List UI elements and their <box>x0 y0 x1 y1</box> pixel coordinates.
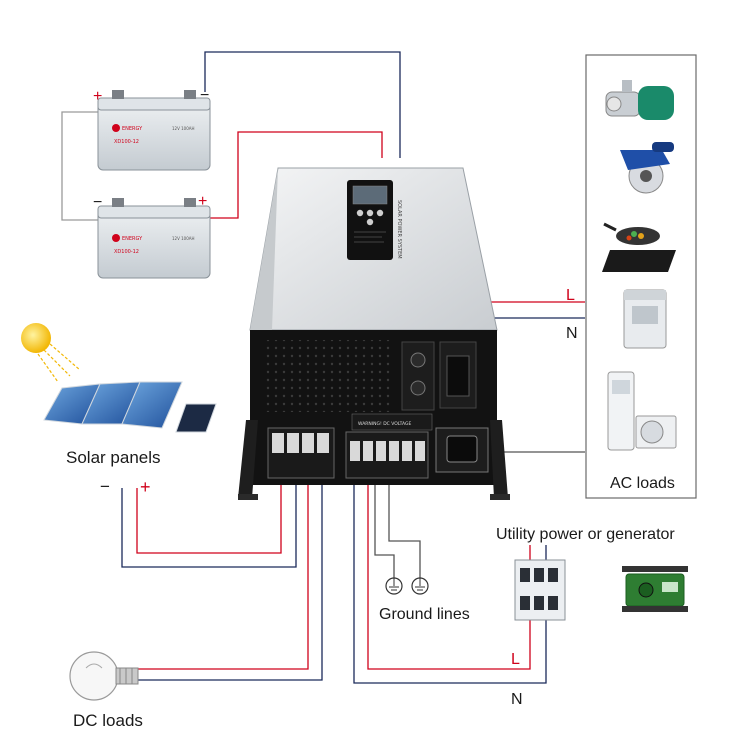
control-button-2[interactable] <box>366 209 374 217</box>
fuse-knob-2[interactable] <box>410 380 426 396</box>
inverter-title: SOLAR POWER SYSTEM <box>396 200 402 259</box>
water-pump-icon <box>605 80 674 120</box>
washing-machine-icon <box>623 289 667 349</box>
control-button-1[interactable] <box>356 209 364 217</box>
dc-loads-label: DC loads <box>73 711 143 730</box>
ac-output-L-label: L <box>566 287 575 304</box>
battery1-plus-sign: + <box>93 88 102 105</box>
solar-minus-sign: − <box>100 477 110 496</box>
ac-input-N-wire <box>353 480 547 684</box>
battery-spec: 12V 100AH <box>172 126 194 131</box>
dc-load-negative-wire <box>138 480 323 681</box>
light-bulb-icon <box>69 651 139 701</box>
solar-plus-sign: + <box>140 477 151 497</box>
air-conditioner-icon <box>607 371 677 451</box>
inverter-warning: WARNING! DC VOLTAGE <box>358 421 412 427</box>
ac-output-N-label: N <box>566 325 578 342</box>
battery2-minus-sign: − <box>93 194 102 211</box>
solar-panels-label: Solar panels <box>66 448 161 467</box>
battery-spec-2: 12V 100AH <box>172 236 194 241</box>
induction-cooker-icon <box>602 222 676 272</box>
solar-panels-icon <box>21 323 217 433</box>
fuse-knob-1[interactable] <box>410 352 426 368</box>
ground-symbol-icon <box>385 577 429 595</box>
ground-wire-1 <box>374 480 395 578</box>
control-button-4[interactable] <box>366 218 374 226</box>
battery-model-2: XD100-12 <box>114 249 139 255</box>
solar-negative-wire <box>121 480 297 568</box>
circular-saw-icon <box>620 142 674 194</box>
battery-model: XD100-12 <box>114 139 139 145</box>
lcd-screen <box>352 185 388 205</box>
ground-lines-label: Ground lines <box>379 606 470 623</box>
control-button-3[interactable] <box>376 209 384 217</box>
ground-wire-2 <box>388 480 421 578</box>
battery1-minus-sign: − <box>200 87 209 104</box>
utility-label: Utility power or generator <box>496 526 675 543</box>
battery2-plus-sign: + <box>198 193 207 210</box>
generator-icon <box>622 566 688 612</box>
battery-negative-wire <box>204 51 401 158</box>
sun-icon <box>21 323 51 353</box>
dc-load-positive-wire <box>138 480 309 670</box>
battery-bottom: ENERGY 12V 100AH XD100-12 <box>97 198 211 279</box>
utility-N-label: N <box>511 691 523 708</box>
inverter: SOLAR POWER SYSTEM WARNING! DC VOLTAGE <box>238 167 510 500</box>
battery-top: ENERGY 12V 100AH XD100-12 <box>97 90 211 171</box>
battery-brand-2: ENERGY <box>122 236 143 242</box>
battery-series-wire <box>61 111 98 221</box>
solar-positive-wire <box>136 480 282 554</box>
breaker-box-icon <box>514 559 566 621</box>
ac-input-L-wire <box>367 480 531 670</box>
battery-brand: ENERGY <box>122 126 143 132</box>
battery-positive-wire <box>205 131 383 219</box>
utility-L-label: L <box>511 651 520 668</box>
ac-loads-label: AC loads <box>610 475 675 492</box>
